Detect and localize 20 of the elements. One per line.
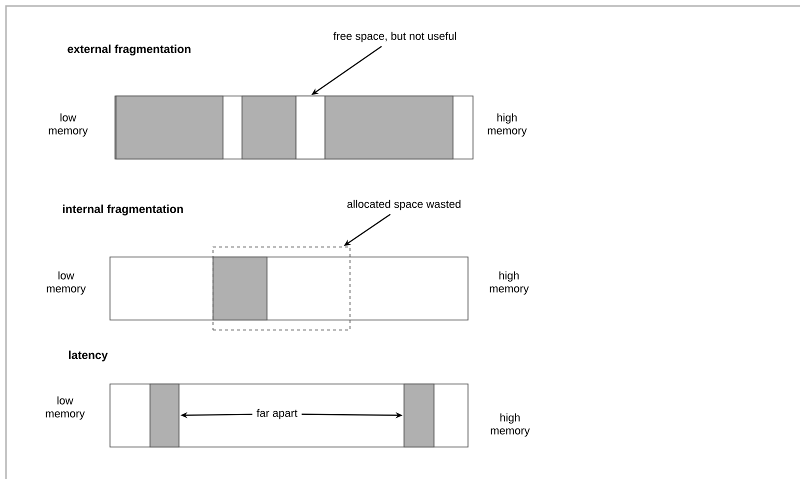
- memory-block: [324, 96, 454, 160]
- callout-text: free space, but not useful: [329, 28, 461, 46]
- memory-block: [116, 96, 224, 160]
- memory-block: [242, 96, 296, 160]
- dashed-region-box: [212, 246, 350, 330]
- callout-text: allocated space wasted: [342, 196, 466, 214]
- callout-text: far apart: [252, 404, 302, 424]
- memory-end-label: high memory: [490, 271, 529, 295]
- section-heading: external fragmentation: [68, 44, 190, 56]
- memory-end-label: low memory: [46, 271, 86, 295]
- memory-end-label: low memory: [48, 113, 88, 137]
- memory-block: [212, 256, 268, 320]
- memory-block: [404, 384, 434, 448]
- section-heading: internal fragmentation: [63, 204, 183, 216]
- section-heading: latency: [69, 350, 108, 362]
- memory-end-label: high memory: [488, 113, 527, 137]
- memory-block: [150, 384, 180, 448]
- memory-end-label: low memory: [46, 396, 85, 420]
- memory-end-label: high memory: [490, 413, 530, 437]
- free-gap: [296, 96, 326, 160]
